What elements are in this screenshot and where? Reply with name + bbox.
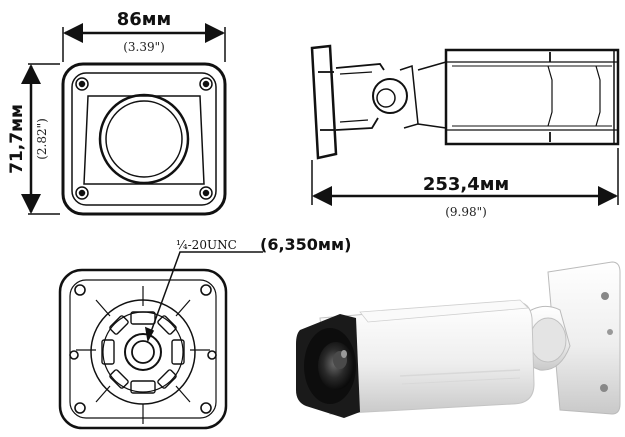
thread-mount-outer (124, 333, 162, 371)
side-mount-plate (310, 44, 338, 160)
thread-metric-label: (6,350мм) (260, 235, 351, 254)
height-inch-label: (2.82") (35, 118, 49, 160)
height-label: 71,7мм (7, 104, 27, 174)
front-lens-outer (98, 93, 190, 185)
front-housing-inner (71, 72, 217, 206)
camera-photo (296, 261, 621, 418)
front-screws (75, 77, 213, 200)
front-view (21, 23, 227, 216)
bottom-slots (101, 311, 185, 394)
length-label: 253,4мм (423, 174, 509, 195)
thread-label: ¼-20UNC (176, 238, 237, 252)
width-inch-label: (3.39") (123, 40, 165, 54)
bottom-view (58, 251, 263, 430)
side-view (310, 44, 620, 206)
side-ball-joint (372, 78, 408, 114)
bottom-housing-outline (58, 268, 228, 430)
width-label: 86мм (117, 9, 171, 30)
front-lens-inner (105, 100, 183, 178)
side-camera-body (444, 48, 620, 146)
photo-wall-mount (547, 261, 621, 415)
side-arm-top (335, 63, 385, 71)
length-inch-label: (9.98") (445, 205, 487, 219)
side-arm-bottom (335, 117, 379, 131)
bottom-outer-ring (90, 299, 196, 405)
front-inner-frame (83, 95, 205, 185)
thread-leader-line (147, 251, 263, 341)
thread-mount-inner (131, 340, 155, 364)
front-housing-outline (61, 62, 227, 216)
